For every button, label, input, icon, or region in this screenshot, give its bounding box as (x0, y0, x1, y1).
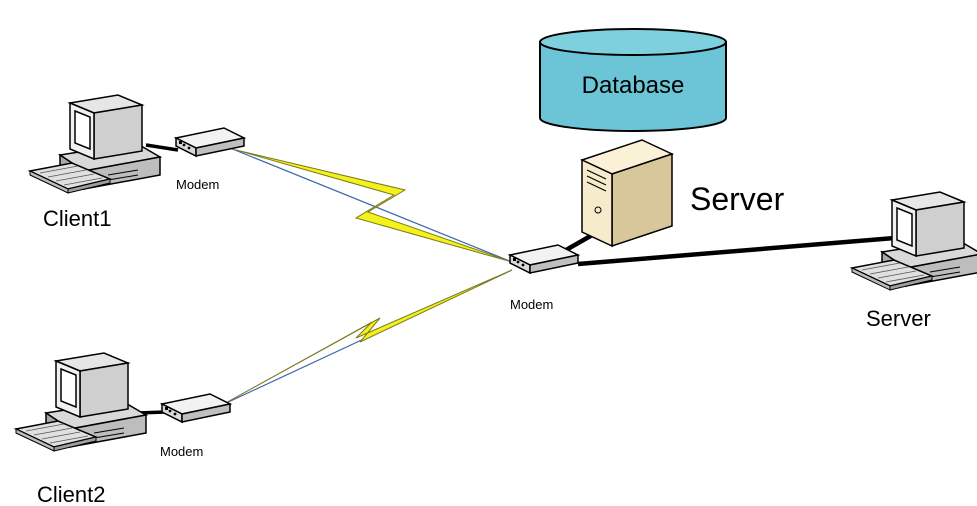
dialup-wire-1 (229, 147, 513, 263)
client2-modem-icon (161, 393, 231, 423)
client1-label: Client1 (43, 206, 111, 231)
server-workstation-label: Server (866, 306, 931, 331)
client1-modem-icon (175, 127, 245, 157)
client2-label: Client2 (37, 482, 105, 506)
server-tower-icon (579, 139, 675, 248)
client1-computer-icon (29, 94, 161, 194)
lightning-link-icon (221, 269, 513, 406)
link-client1-modem (145, 143, 179, 152)
client2-modem-label: Modem (160, 444, 203, 459)
link-hub-workstation (577, 235, 896, 267)
server-tower-label: Server (690, 181, 785, 217)
database-label: Database (582, 72, 685, 99)
client2-computer-icon (15, 352, 147, 452)
database-cylinder-icon (539, 28, 727, 132)
client1-modem-label: Modem (176, 177, 219, 192)
hub-modem-icon (509, 244, 579, 274)
hub-modem-label: Modem (510, 297, 553, 312)
